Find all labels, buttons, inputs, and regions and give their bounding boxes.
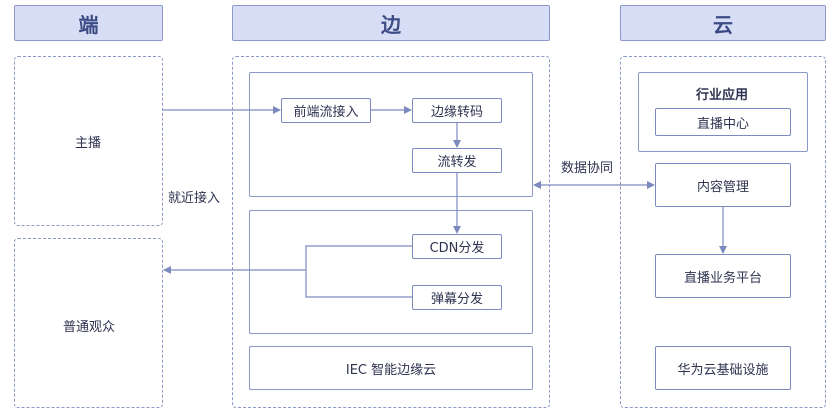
danmaku-distribution-node: 弹幕分发 (412, 285, 502, 310)
iec-cloud-box: IEC 智能边缘云 (249, 346, 533, 390)
edge-container (232, 56, 550, 408)
edge-transcode-node: 边缘转码 (412, 98, 502, 123)
viewers-box (14, 238, 163, 408)
content-management-node: 内容管理 (655, 163, 791, 207)
streamer-label: 主播 (75, 136, 102, 151)
cloud-container (620, 56, 826, 408)
front-stream-access-node: 前端流接入 (281, 98, 371, 123)
viewers-label: 普通观众 (63, 320, 116, 335)
distribution-group (249, 210, 533, 334)
cdn-distribution-node: CDN分发 (412, 234, 502, 259)
distribution-bracket (305, 245, 412, 298)
live-center-node: 直播中心 (655, 108, 791, 136)
column-header-end: 端 (14, 5, 163, 41)
column-header-cloud: 云 (620, 5, 826, 41)
ingest-group (249, 72, 533, 197)
industry-apps-label: 行业应用 (696, 88, 749, 103)
column-header-edge: 边 (232, 5, 550, 41)
stream-forward-node: 流转发 (412, 148, 502, 173)
nearby-access-label: 就近接入 (168, 191, 221, 206)
infrastructure-node: 华为云基础设施 (655, 346, 791, 390)
live-platform-node: 直播业务平台 (655, 254, 791, 298)
data-sync-label: 数据协同 (561, 161, 614, 176)
streamer-box (14, 56, 163, 226)
